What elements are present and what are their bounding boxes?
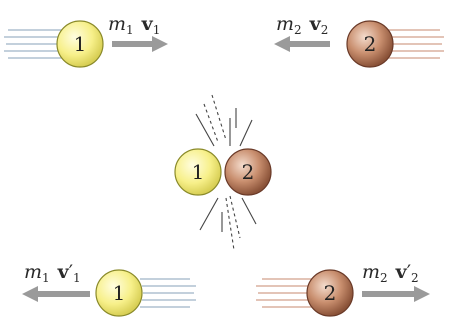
impact-lines-bottom [200, 196, 256, 250]
stage-collision: 1 2 [175, 95, 271, 250]
ball-2-after-number: 2 [324, 281, 337, 305]
arrow-left-icon [274, 36, 330, 52]
ball-2-collision-number: 2 [242, 160, 255, 184]
motion-lines-ball2-before [388, 30, 444, 58]
ball-1-collision-number: 1 [192, 160, 205, 184]
arrow-left-icon [22, 286, 90, 302]
motion-lines-ball1-before [4, 30, 62, 58]
impact-lines-top [196, 95, 252, 146]
ball-1-before-number: 1 [74, 32, 87, 56]
ball-2-before-number: 2 [364, 32, 377, 56]
arrow-right-icon [112, 36, 168, 52]
ball-1-after-number: 1 [113, 281, 126, 305]
motion-lines-ball1-after [140, 279, 196, 307]
arrow-right-icon [362, 286, 430, 302]
motion-lines-ball2-after [256, 279, 312, 307]
